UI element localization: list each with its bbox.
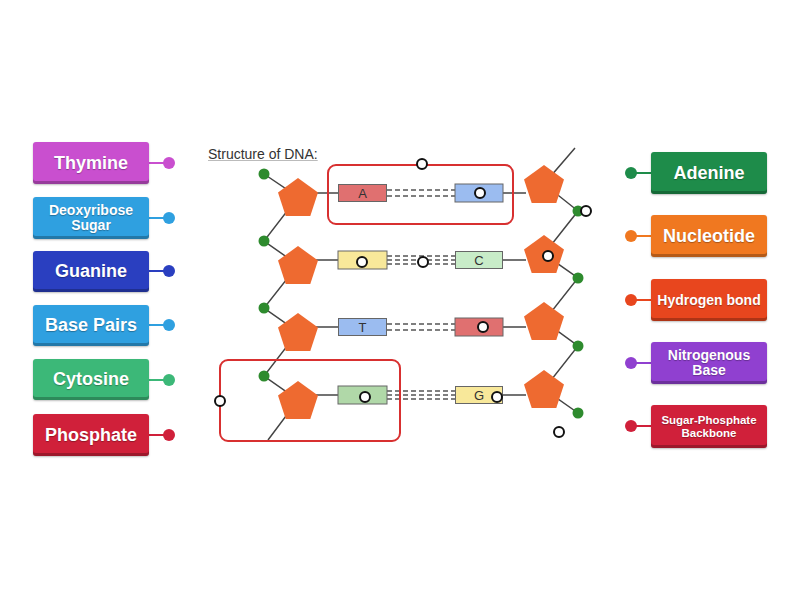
- base-box: G: [455, 386, 503, 404]
- base-box: C: [455, 251, 503, 269]
- label-tile: Adenine: [651, 152, 767, 194]
- label-tile: Guanine: [33, 251, 149, 292]
- term-label: Nitrogenous Base: [655, 348, 763, 377]
- highlight-frame: [328, 165, 513, 224]
- term-label: Base Pairs: [45, 316, 137, 335]
- base-letter: G: [474, 388, 484, 403]
- term-label: Guanine: [55, 262, 127, 281]
- highlight-frame: [220, 360, 400, 441]
- label-tile: Cytosine: [33, 359, 149, 400]
- label-tile: Base Pairs: [33, 305, 149, 346]
- pill-stubs: [149, 157, 651, 441]
- label-tile: Thymine: [33, 142, 149, 184]
- term-label: Cytosine: [53, 370, 129, 389]
- phosphate-dots: [259, 169, 584, 419]
- diagram-title: Structure of DNA:: [208, 146, 318, 162]
- base-letter: A: [358, 186, 367, 201]
- term-label: Sugar-Phosphate Backbone: [655, 414, 763, 438]
- hydrogen-dashes: [387, 190, 455, 399]
- blank-bases: [338, 184, 503, 404]
- label-tile: Phosphate: [33, 414, 149, 456]
- term-label: Phosphate: [45, 426, 137, 445]
- term-label: Adenine: [673, 164, 744, 183]
- term-label: Hydrogen bond: [657, 293, 760, 308]
- label-tile: Hydrogen bond: [651, 279, 767, 321]
- base-letter: T: [359, 320, 367, 335]
- label-tile: Nucleotide: [651, 215, 767, 257]
- base-letter: C: [474, 253, 483, 268]
- sugar-pentagons: [278, 165, 564, 419]
- term-label: Nucleotide: [663, 227, 755, 246]
- label-tile: Deoxyribose Sugar: [33, 197, 149, 239]
- label-tile: Sugar-Phosphate Backbone: [651, 405, 767, 448]
- base-box: A: [338, 184, 387, 202]
- label-tile: Nitrogenous Base: [651, 342, 767, 384]
- term-label: Deoxyribose Sugar: [37, 203, 145, 232]
- term-label: Thymine: [54, 154, 128, 173]
- base-box: T: [338, 318, 387, 336]
